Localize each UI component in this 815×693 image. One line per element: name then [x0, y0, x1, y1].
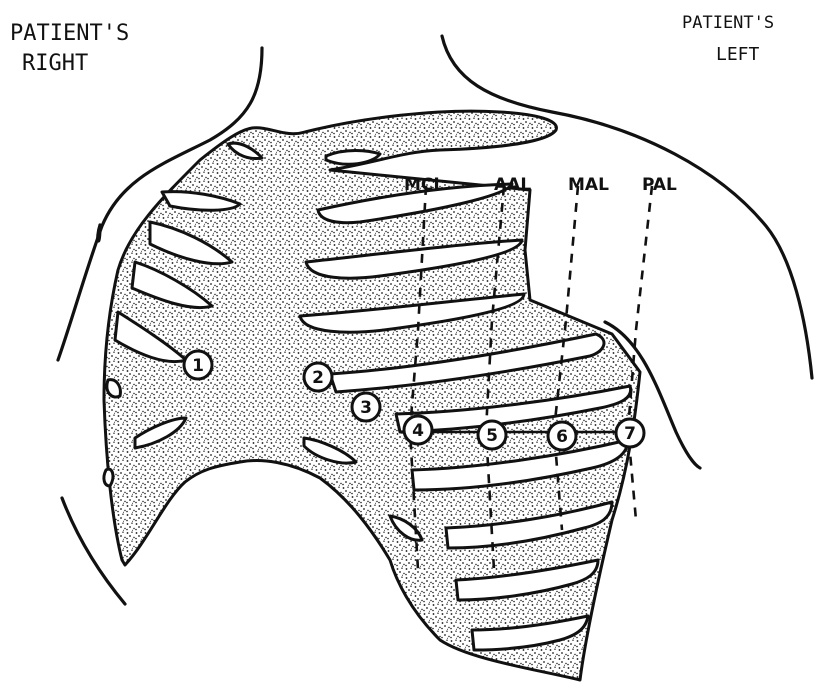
- patient-right-label-line1: PATIENT'S: [10, 21, 129, 46]
- pal-label: PAL: [642, 175, 677, 195]
- lead-3-label: 3: [360, 398, 372, 418]
- lead-1: 1: [184, 351, 212, 379]
- lead-2-label: 2: [312, 368, 324, 388]
- right-rib-gap-6: [107, 380, 120, 397]
- lead-2: 2: [304, 363, 332, 391]
- lead-7-label: 7: [624, 424, 636, 444]
- lead-7: 7: [616, 419, 644, 447]
- mcl-label: MCL: [404, 175, 444, 195]
- lead-5: 5: [478, 421, 506, 449]
- lead-1-label: 1: [192, 356, 204, 376]
- lead-4: 4: [404, 416, 432, 444]
- patient-left-label-line1: PATIENT'S: [682, 13, 774, 33]
- lead-3: 3: [352, 393, 380, 421]
- lead-4-label: 4: [412, 421, 424, 441]
- aal-label: AAL: [494, 175, 531, 195]
- right-rib-gap-8: [104, 469, 113, 486]
- lead-6: 6: [548, 422, 576, 450]
- patient-left-label-line2: LEFT: [716, 44, 760, 65]
- mal-label: MAL: [568, 175, 609, 195]
- lead-5-label: 5: [486, 426, 498, 446]
- right-arm-contour: [98, 225, 100, 241]
- lead-6-label: 6: [556, 427, 568, 447]
- patient-right-label-line2: RIGHT: [22, 51, 88, 76]
